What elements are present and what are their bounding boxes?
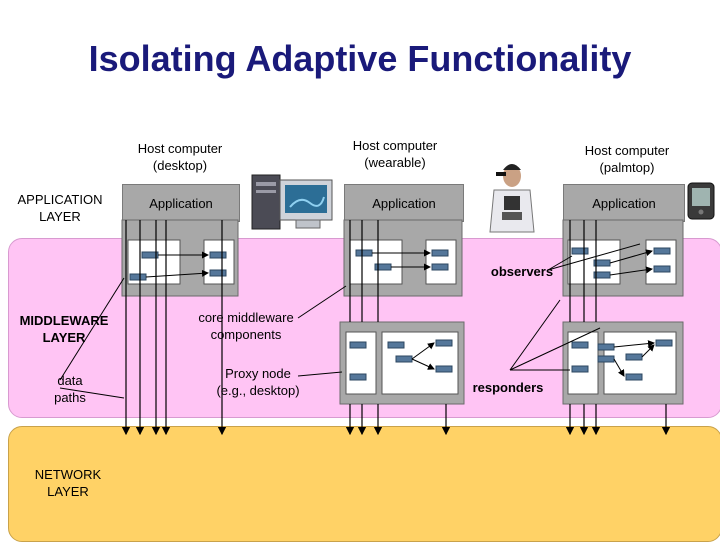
middleware-node-wearable — [343, 219, 463, 297]
network-layer-line1: NETWORK — [34, 467, 102, 482]
network-layer-label: NETWORK LAYER — [20, 466, 116, 500]
observers-label: observers — [490, 264, 554, 279]
host-wearable-line2: (wearable) — [364, 155, 426, 170]
proxy-node-label: Proxy node (e.g., desktop) — [200, 365, 316, 399]
leader-lines — [59, 243, 641, 399]
middleware-layer-label: MIDDLEWARE LAYER — [14, 312, 114, 346]
proxy-node-line1: Proxy node — [225, 366, 291, 381]
responders-label: responders — [472, 380, 544, 395]
core-components-line2: components — [210, 327, 282, 342]
network-layer-band — [8, 426, 720, 542]
host-desktop-label: Host computer (desktop) — [120, 140, 240, 174]
middleware-layer-line1: MIDDLEWARE — [19, 313, 109, 328]
proxy-node-palmtop-side — [562, 321, 684, 405]
middleware-layer-line2: LAYER — [42, 330, 86, 345]
data-paths-label: data paths — [30, 372, 110, 406]
data-path-lines — [121, 220, 671, 436]
application-layer-label: APPLICATION LAYER — [6, 191, 114, 225]
host-palmtop-label: Host computer (palmtop) — [567, 142, 687, 176]
proxy-node-line2: (e.g., desktop) — [216, 383, 300, 398]
component-arrows — [145, 249, 655, 377]
data-paths-line2: paths — [54, 390, 86, 405]
application-box-wearable: Application — [344, 184, 464, 222]
application-layer-line2: LAYER — [39, 209, 81, 224]
host-palmtop-line2: (palmtop) — [599, 160, 655, 175]
page-title: Isolating Adaptive Functionality — [88, 38, 632, 79]
proxy-node-wearable-side — [339, 321, 465, 405]
network-layer-line2: LAYER — [47, 484, 89, 499]
host-palmtop-line1: Host computer — [584, 143, 670, 158]
data-paths-line1: data — [57, 373, 83, 388]
palmtop-icon — [687, 182, 715, 220]
application-box-desktop: Application — [122, 184, 240, 222]
host-desktop-line1: Host computer — [137, 141, 223, 156]
host-wearable-line1: Host computer — [352, 138, 438, 153]
application-layer-line1: APPLICATION — [17, 192, 103, 207]
desktop-computer-icon — [251, 174, 333, 230]
middleware-node-palmtop — [562, 219, 684, 297]
wearable-user-icon — [489, 164, 535, 233]
host-desktop-line2: (desktop) — [152, 158, 208, 173]
host-wearable-label: Host computer (wearable) — [335, 137, 455, 171]
